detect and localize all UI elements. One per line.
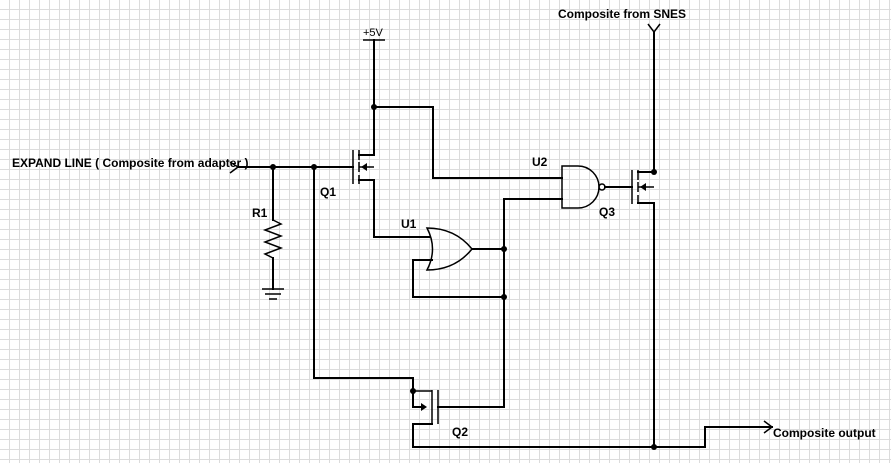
- expand-line-label: EXPAND LINE ( Composite from adapter ): [12, 156, 248, 170]
- junction-dot: [651, 169, 657, 175]
- junction-dot: [501, 246, 507, 252]
- junction-dot: [410, 388, 416, 394]
- composite-snes-label: Composite from SNES: [558, 7, 686, 21]
- junction-dot: [651, 444, 657, 450]
- composite-snes-input-icon: [647, 23, 661, 34]
- junction-dot: [270, 164, 276, 170]
- junction-dot: [371, 104, 377, 110]
- r1-label: R1: [252, 206, 268, 220]
- vcc-label: +5V: [363, 27, 384, 39]
- q1-mosfet: [352, 106, 431, 238]
- junction-dot: [501, 294, 507, 300]
- q2-label: Q2: [452, 425, 468, 439]
- q3-label: Q3: [599, 205, 615, 219]
- u1-output-bus: [437, 198, 505, 408]
- r1-resistor: [262, 166, 284, 290]
- composite-output-wire: [412, 426, 773, 448]
- q1-gate-to-q2-gate-wire: [313, 166, 414, 392]
- vcc-supply-symbol: [363, 39, 563, 179]
- ground-icon: [262, 288, 284, 300]
- q3-mosfet: [631, 170, 655, 448]
- q2-mosfet: [412, 390, 439, 448]
- u2-label: U2: [532, 155, 548, 169]
- composite-output-arrow-icon: [763, 420, 774, 434]
- q1-label: Q1: [320, 185, 336, 199]
- composite-output-label: Composite output: [773, 426, 876, 440]
- u1-feedback-wire: [412, 259, 505, 298]
- u1-label: U1: [401, 217, 417, 231]
- u2-nand-gate: [561, 165, 633, 209]
- junction-dot: [311, 164, 317, 170]
- u1-or-gate: [412, 227, 505, 271]
- junction-dots: [270, 104, 657, 450]
